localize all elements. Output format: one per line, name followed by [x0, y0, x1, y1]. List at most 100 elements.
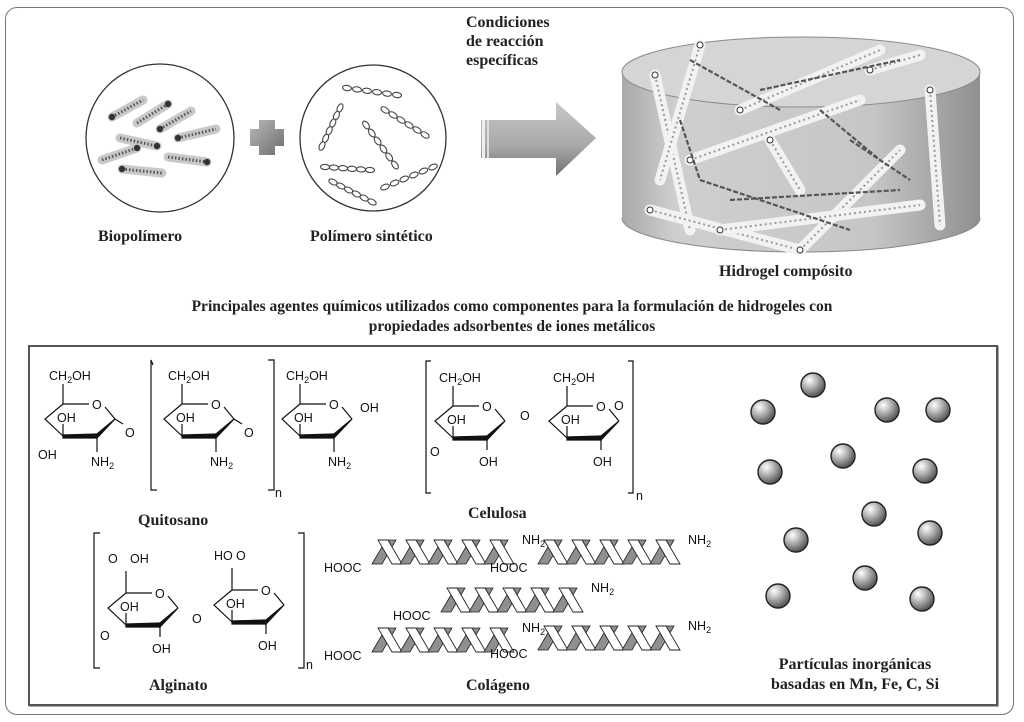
glycosidic-oxygen: O [520, 409, 530, 423]
hydroxyl-group: OH [226, 597, 245, 611]
repeat-n: n [636, 489, 643, 503]
polymer-link [328, 164, 340, 171]
biopolymer-chain-core [167, 155, 208, 164]
hydroxyl-group: OH [258, 639, 277, 653]
polymer-link [380, 183, 390, 191]
polymer-link [341, 84, 353, 92]
polymer-link [408, 171, 419, 179]
synthetic-chains-icon [299, 64, 447, 212]
terminal-oxygen: O [430, 445, 440, 459]
gel-synthetic-strand [678, 119, 702, 181]
polymer-link [428, 163, 438, 171]
gel-end-group [866, 66, 874, 74]
polymer-link [391, 91, 403, 99]
polymer-link [319, 163, 331, 171]
ch2oh-group: CH2OH [439, 371, 481, 387]
ring-bond [104, 406, 116, 420]
ring-bond [341, 406, 353, 420]
glycosidic-oxygen: O [192, 612, 202, 626]
ring-bold-bond [566, 435, 602, 441]
amine-terminus: NH2 [522, 621, 545, 637]
carboxyl-group: O [236, 549, 246, 563]
ring-oxygen: O [261, 584, 271, 598]
amine-group: NH2 [328, 455, 351, 471]
ring-oxygen: O [329, 398, 339, 412]
figure-frame [5, 7, 1014, 715]
inorganic-particle [852, 565, 878, 591]
ch2oh-group: CH2OH [553, 371, 595, 387]
ring-oxygen: O [211, 398, 221, 412]
carboxyl-group: OH [130, 552, 149, 566]
polymer-link [361, 87, 373, 94]
biopolymer-chain-core [159, 109, 192, 131]
polymer-link [367, 128, 376, 138]
section-title: Principales agentes químicos utilizados … [80, 297, 944, 337]
particles-label-line-1: Partículas inorgánicas [778, 656, 932, 673]
gel-end-group [716, 226, 724, 234]
biopolymer-chains-icon [85, 63, 235, 213]
polymer-link [399, 175, 410, 183]
polymer-link [351, 86, 363, 93]
polymer-link [373, 136, 382, 146]
ring-oxygen: O [92, 398, 102, 412]
ring-bold-bond [125, 622, 161, 628]
helix-front-strand [489, 539, 515, 565]
ch2oh-group: CH2OH [168, 369, 210, 385]
ring-bold-bond [299, 433, 335, 439]
ring-bond [494, 408, 506, 422]
helix-front-strand [558, 587, 584, 613]
gel-end-group [651, 71, 659, 79]
gel-strand-texture [869, 54, 921, 71]
gel-strand-texture [649, 209, 801, 251]
repeat-n: n [275, 486, 282, 500]
inorganic-particle [783, 527, 809, 553]
polymer-link [364, 166, 376, 174]
gel-synthetic-strand [729, 188, 901, 202]
inorganic-particle [800, 372, 826, 398]
ring-bold-bond [62, 433, 98, 439]
bond [233, 418, 243, 425]
biopolymer-end-group [203, 158, 211, 166]
hydroxyl-group: OH [57, 411, 76, 425]
alginate-label: Alginato [149, 677, 208, 694]
components-panel [28, 345, 998, 706]
hydroxyl-group: OH [561, 413, 580, 427]
chitosan-label: Quitosano [138, 512, 209, 529]
inorganic-particles-label: Partículas inorgánicas basadas en Mn, Fe… [755, 655, 955, 695]
polymer-link [420, 131, 430, 139]
inorganic-particle [750, 399, 776, 425]
reaction-line-3: específicas [466, 52, 538, 69]
carboxyl-group: HO [214, 549, 233, 563]
polymer-link [391, 160, 399, 170]
ring-bond [44, 403, 64, 437]
biopolymer-chain [163, 152, 212, 167]
polymer-link [379, 144, 388, 154]
ring-bond [273, 592, 285, 606]
biopolymer-chain [117, 164, 167, 178]
amine-terminus: NH2 [688, 619, 711, 635]
amine-terminus: NH2 [522, 533, 545, 549]
hydroxyl-group: OH [593, 455, 612, 469]
inorganic-particles [750, 372, 951, 612]
helix-front-strand [655, 539, 681, 565]
collagen-label: Colágeno [466, 677, 530, 694]
polymer-link [371, 89, 383, 96]
biopolymer-chain-core [101, 146, 138, 162]
reaction-line-2: de reacción [466, 33, 544, 50]
ring-bond [107, 592, 127, 626]
carboxyl-terminus: HOOC [324, 561, 362, 575]
gel-end-group [766, 136, 774, 144]
inorganic-particle [765, 583, 791, 609]
gel-end-group [696, 41, 704, 49]
amine-terminus: NH2 [688, 533, 711, 549]
polymer-link [389, 179, 400, 187]
terminal-hydroxyl: OH [360, 401, 379, 415]
inorganic-particle [757, 459, 783, 485]
gel-strand-texture [799, 149, 901, 251]
